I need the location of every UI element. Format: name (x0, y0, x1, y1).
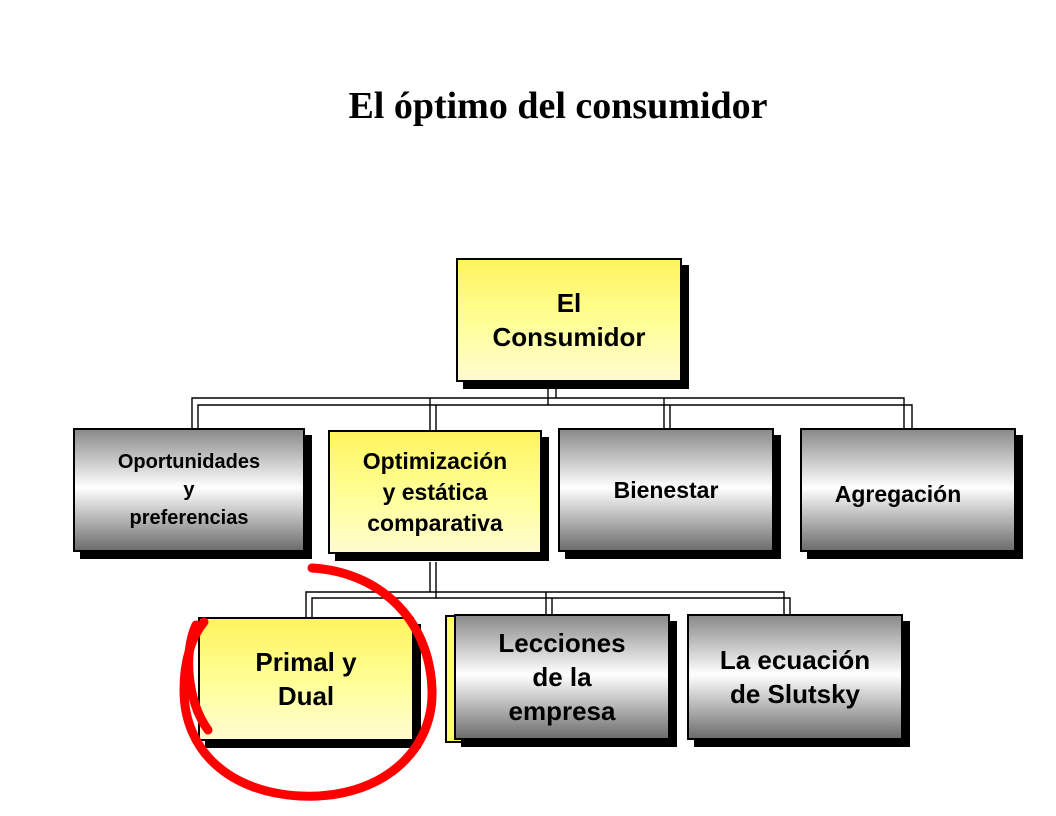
page-title: El óptimo del consumidor (348, 85, 768, 127)
node-aggregation: Agregación (800, 428, 1016, 552)
node-welfare: Bienestar (558, 428, 774, 552)
node-lessons: Lecciones de la empresa (454, 614, 670, 740)
node-slutsky: La ecuación de Slutsky (687, 614, 903, 740)
node-primal-dual: Primal y Dual (198, 617, 414, 741)
node-opportunities: Oportunidades y preferencias (73, 428, 305, 552)
node-optimization: Optimización y estática comparativa (328, 430, 542, 554)
node-consumer: El Consumidor (456, 258, 682, 382)
